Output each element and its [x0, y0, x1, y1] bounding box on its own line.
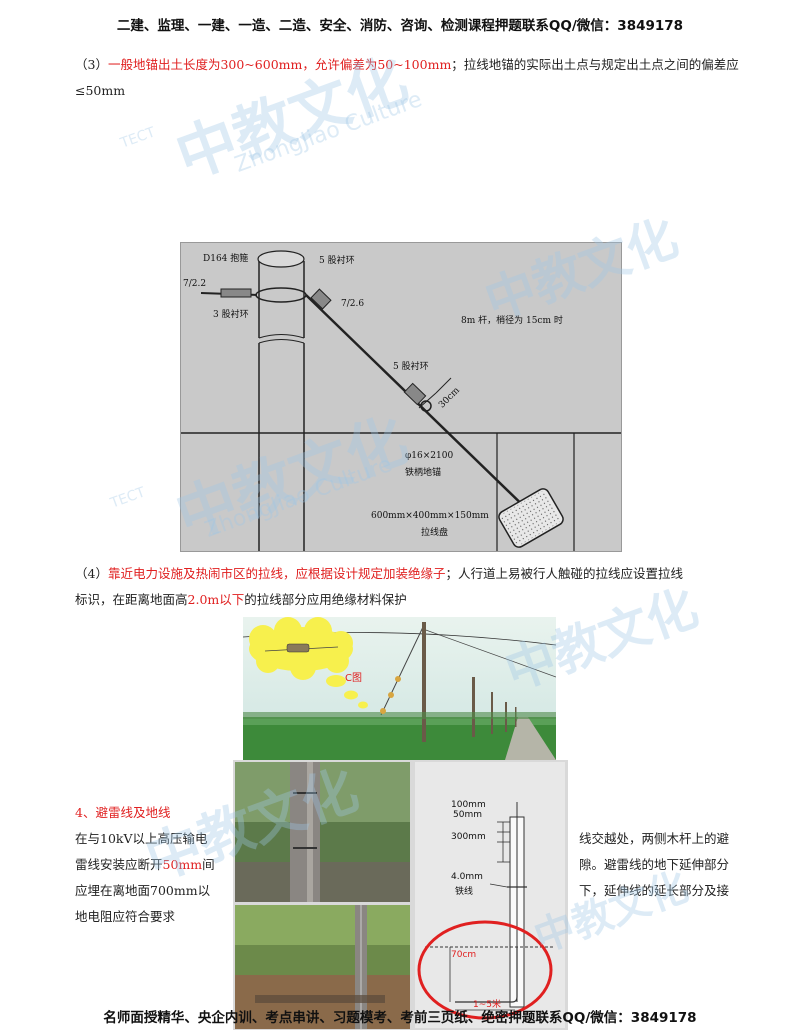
label-d164: D164 抱箍 — [203, 254, 249, 264]
bubble-label: C图 — [345, 673, 362, 684]
field-photo: C图 — [243, 617, 556, 760]
label-disk-size: 600mm×400mm×150mm — [371, 511, 489, 521]
label-pole-spec: 8m 杆，梢径为 15cm 时 — [461, 316, 563, 326]
rod-diagram — [415, 762, 565, 1028]
ground-photo — [235, 905, 410, 1029]
field-photo-drawing — [243, 617, 556, 760]
pole-photo — [235, 762, 410, 902]
wire-type: 铁线 — [455, 887, 474, 897]
paragraph-3: （3）一般地锚出土长度为300~600mm，允许偏差为50~100mm；拉线地锚… — [75, 52, 755, 78]
p4-prefix: （4） — [75, 566, 108, 581]
guy-wire-diagram: D164 抱箍 7/2.2 5 股衬环 3 股衬环 7/2.6 8m 杆，梢径为… — [180, 242, 622, 552]
label-five-ring-2: 5 股衬环 — [393, 362, 429, 372]
p4-line2: 标识，在距离地面高2.0m以下的拉线部分应用绝缘材料保护 — [75, 587, 407, 613]
sec4-line2-rest: 间 — [202, 857, 215, 872]
sec4-line3-left: 应埋在离地面700mm以 — [75, 883, 211, 898]
p4-line2-highlight: 2.0m以下 — [187, 592, 245, 607]
p4-highlight: 靠近电力设施及热闹市区的拉线，应根据设计规定加装绝缘子 — [107, 566, 446, 581]
insulator-bubble — [249, 617, 368, 709]
label-rod-size: φ16×2100 — [405, 451, 454, 461]
sec4-line1-right: 线交越处，两侧木杆上的避 — [579, 831, 730, 846]
page-header: 二建、监理、一建、一造、二造、安全、消防、咨询、检测课程押题联系QQ/微信：38… — [116, 18, 684, 34]
label-7-2-2: 7/2.2 — [183, 279, 207, 289]
sec4-line4: 地电阻应符合要求 — [75, 909, 176, 924]
watermark-english: ZhongJiao Culture — [231, 87, 426, 178]
sec4-line3-right: 下，延伸线的延长部分及接 — [579, 883, 730, 898]
dim-100mm: 100mm — [451, 800, 486, 810]
sec4-line2-left: 雷线安装应断开50mm间 — [75, 852, 215, 878]
dim-range: 1~5米 — [473, 1000, 501, 1010]
p3-line2: ≤50mm — [75, 83, 126, 98]
wire-size: 4.0mm — [451, 872, 483, 882]
dim-300mm: 300mm — [451, 832, 486, 842]
dim-70cm: 70cm — [451, 950, 477, 960]
section-4-title: 4、避雷线及地线 — [75, 805, 171, 820]
sec4-line2-text: 雷线安装应断开 — [75, 857, 163, 872]
watermark-tect: TECT — [108, 484, 148, 512]
p4-line2-text: 标识，在距离地面高 — [75, 592, 188, 607]
dim-50mm: 50mm — [453, 810, 482, 820]
label-three-ring: 3 股衬环 — [213, 310, 249, 320]
page-footer: 名师面授精华、央企内训、考点串讲、习题模考、考前三页纸、绝密押题联系QQ/微信：… — [103, 1010, 697, 1026]
sec4-line2-right: 隙。避雷线的地下延伸部分 — [579, 857, 730, 872]
p4-line2-rest: 的拉线部分应用绝缘材料保护 — [244, 592, 407, 607]
sec4-line2-highlight: 50mm — [162, 857, 203, 872]
lightning-rod-figure: 100mm 50mm 300mm 4.0mm 铁线 70cm 1~5米 — [233, 760, 568, 1030]
label-five-ring-1: 5 股衬环 — [319, 256, 355, 266]
sec4-line1-left: 在与10kV以上高压输电 — [75, 831, 208, 846]
label-rod-type: 铁柄地锚 — [405, 468, 442, 478]
guy-wire-drawing — [181, 250, 621, 551]
label-7-2-6: 7/2.6 — [341, 299, 365, 309]
p3-text: ；拉线地锚的实际出土点与规定出土点之间的偏差应 — [451, 57, 739, 72]
p3-highlight: 一般地锚出土长度为300~600mm，允许偏差为50~100mm — [107, 57, 452, 72]
p4-text: ；人行道上易被行人触碰的拉线应设置拉线 — [445, 566, 683, 581]
watermark-tect: TECT — [118, 124, 158, 152]
p3-prefix: （3） — [75, 57, 108, 72]
label-disk-type: 拉线盘 — [421, 528, 449, 538]
paragraph-4: （4）靠近电力设施及热闹市区的拉线，应根据设计规定加装绝缘子；人行道上易被行人触… — [75, 561, 765, 587]
